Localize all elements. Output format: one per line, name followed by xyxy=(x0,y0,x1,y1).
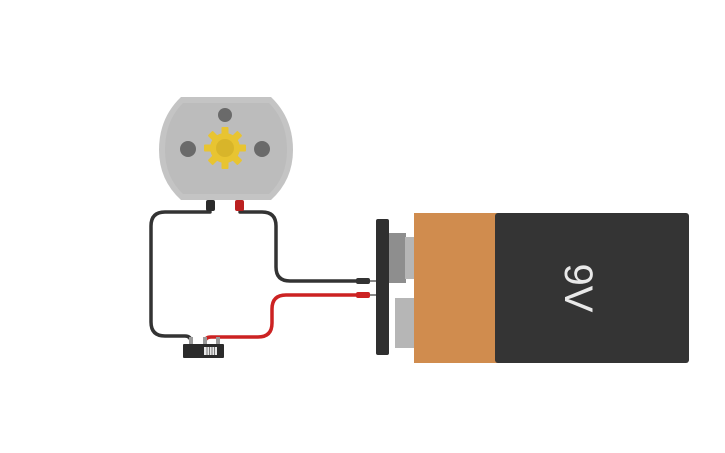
battery-cap-plate xyxy=(376,219,389,355)
slide-switch[interactable] xyxy=(183,337,224,358)
battery-positive-terminal[interactable] xyxy=(395,298,415,348)
switch-pin-middle xyxy=(203,337,207,346)
battery-negative-terminal-base[interactable] xyxy=(389,233,406,283)
switch-body xyxy=(183,344,224,358)
switch-pin-left xyxy=(189,337,193,346)
motor-terminal-red[interactable] xyxy=(235,200,244,211)
battery-positive-connector[interactable] xyxy=(356,292,370,298)
motor-screw-left xyxy=(180,141,196,157)
battery-9v[interactable]: 9V xyxy=(376,213,689,363)
battery-copper-top xyxy=(414,213,498,363)
motor-screw-right xyxy=(254,141,270,157)
motor-screw-top xyxy=(218,108,232,122)
battery-copper-top-corner xyxy=(414,213,422,363)
black-wire-motor-to-battery[interactable] xyxy=(238,210,360,283)
wires xyxy=(149,210,378,344)
red-wire-switch-to-battery[interactable] xyxy=(203,293,360,344)
battery-label: 9V xyxy=(556,264,600,313)
battery-negative-connector[interactable] xyxy=(356,278,370,284)
switch-pin-right xyxy=(216,337,220,346)
dc-motor[interactable] xyxy=(159,97,293,211)
switch-slider[interactable] xyxy=(204,347,217,355)
battery-negative-terminal-top xyxy=(405,237,415,279)
battery-body xyxy=(495,213,689,363)
switch-slider-ridges xyxy=(206,347,215,355)
gear-icon xyxy=(204,127,246,169)
black-wire-motor-to-switch[interactable] xyxy=(149,210,212,344)
motor-terminal-black[interactable] xyxy=(206,200,215,211)
